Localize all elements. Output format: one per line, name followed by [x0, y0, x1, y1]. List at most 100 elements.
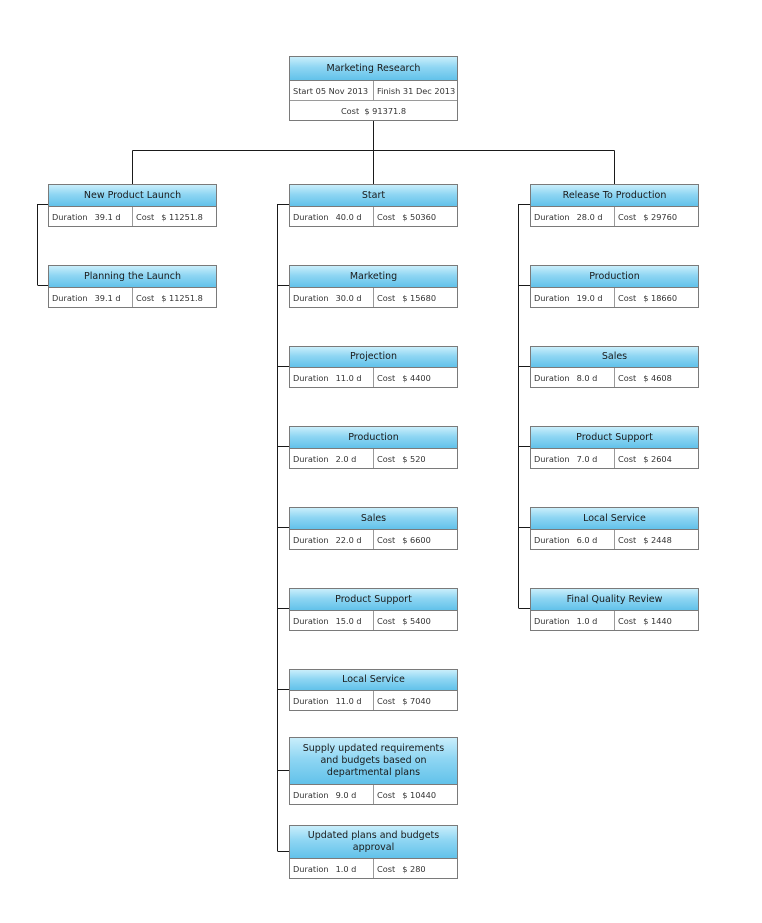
task-title: Final Quality Review [531, 589, 698, 611]
root-cost-label: Cost [340, 105, 360, 116]
task-title: Marketing [290, 266, 457, 288]
root-cost-row: Cost $ 91371.8 [290, 100, 457, 120]
cost-cell: Cost$ 520 [373, 449, 457, 468]
duration-label: Duration [52, 211, 88, 222]
cost-cell: Cost$ 2448 [614, 530, 698, 549]
duration-label: Duration [293, 615, 329, 626]
cost-value: $ 11251.8 [161, 211, 203, 222]
task-title: Release To Production [531, 185, 698, 207]
cost-cell: Cost$ 5400 [373, 611, 457, 630]
cost-cell: Cost$ 6600 [373, 530, 457, 549]
task-title: Production [290, 427, 457, 449]
task-title: New Product Launch [49, 185, 216, 207]
cost-label: Cost [377, 863, 396, 874]
task-node[interactable]: Start Duration 40.0 d Cost$ 50360 [289, 184, 458, 227]
task-title: Production [531, 266, 698, 288]
duration-value: 28.0 d [576, 211, 603, 222]
task-title: Planning the Launch [49, 266, 216, 288]
duration-value: 2.0 d [335, 453, 357, 464]
cost-cell: Cost$ 15680 [373, 288, 457, 307]
task-node[interactable]: Product Support Duration 7.0 d Cost $ 2604 [530, 426, 699, 469]
cost-label: Cost [618, 615, 637, 626]
cost-label: Cost [377, 453, 396, 464]
duration-label: Duration [293, 789, 329, 800]
root-start-value: 05 Nov 2013 [315, 85, 369, 96]
duration-label: Duration [534, 615, 570, 626]
cost-value: $ 280 [402, 863, 426, 874]
duration-value: 40.0 d [335, 211, 362, 222]
cost-cell: Cost$ 50360 [373, 207, 457, 226]
cost-label: Cost [618, 453, 637, 464]
duration-value: 7.0 d [576, 453, 598, 464]
cost-value: $ 18660 [643, 292, 678, 303]
cost-label: Cost [377, 292, 396, 303]
cost-cell: Cost $ 11251.8 [132, 288, 216, 307]
duration-value: 30.0 d [335, 292, 362, 303]
cost-cell: Cost$ 4400 [373, 368, 457, 387]
root-finish-label: Finish [377, 85, 401, 96]
task-stats-row: Duration 30.0 d Cost$ 15680 [290, 288, 457, 307]
task-stats-row: Duration 7.0 d Cost $ 2604 [531, 449, 698, 468]
duration-value: 8.0 d [576, 372, 598, 383]
task-title: Start [290, 185, 457, 207]
task-title: Product Support [531, 427, 698, 449]
root-start-cell: Start 05 Nov 2013 [290, 81, 373, 100]
duration-label: Duration [293, 292, 329, 303]
duration-cell: Duration 7.0 d [531, 449, 614, 468]
task-node[interactable]: Updated plans and budgets approval Durat… [289, 825, 458, 879]
task-title: Projection [290, 347, 457, 368]
cost-value: $ 2604 [643, 453, 672, 464]
root-task-title: Marketing Research [290, 57, 457, 81]
duration-label: Duration [534, 453, 570, 464]
task-node[interactable]: Supply updated requirements and budgets … [289, 737, 458, 805]
duration-value: 15.0 d [335, 615, 362, 626]
duration-cell: Duration 30.0 d [290, 288, 373, 307]
duration-label: Duration [293, 211, 329, 222]
root-task-node[interactable]: Marketing Research Start 05 Nov 2013 Fin… [289, 56, 458, 121]
duration-value: 6.0 d [576, 534, 598, 545]
cost-label: Cost [136, 292, 155, 303]
cost-cell: Cost $ 280 [373, 859, 457, 878]
cost-label: Cost [618, 211, 637, 222]
duration-label: Duration [293, 534, 329, 545]
root-dates-row: Start 05 Nov 2013 Finish 31 Dec 2013 [290, 81, 457, 100]
cost-cell: Cost$ 1440 [614, 611, 698, 630]
root-cost-cell: Cost $ 91371.8 [290, 101, 457, 120]
task-title: Updated plans and budgets approval [290, 826, 457, 859]
task-node[interactable]: Marketing Duration 30.0 d Cost$ 15680 [289, 265, 458, 308]
duration-label: Duration [534, 372, 570, 383]
cost-cell: Cost$ 10440 [373, 785, 457, 804]
root-start-label: Start [293, 85, 314, 96]
cost-value: $ 11251.8 [161, 292, 203, 303]
cost-value: $ 4400 [402, 372, 431, 383]
cost-label: Cost [377, 211, 396, 222]
duration-value: 1.0 d [335, 863, 357, 874]
duration-cell: Duration 15.0 d [290, 611, 373, 630]
duration-label: Duration [293, 372, 329, 383]
cost-cell: Cost $ 2604 [614, 449, 698, 468]
